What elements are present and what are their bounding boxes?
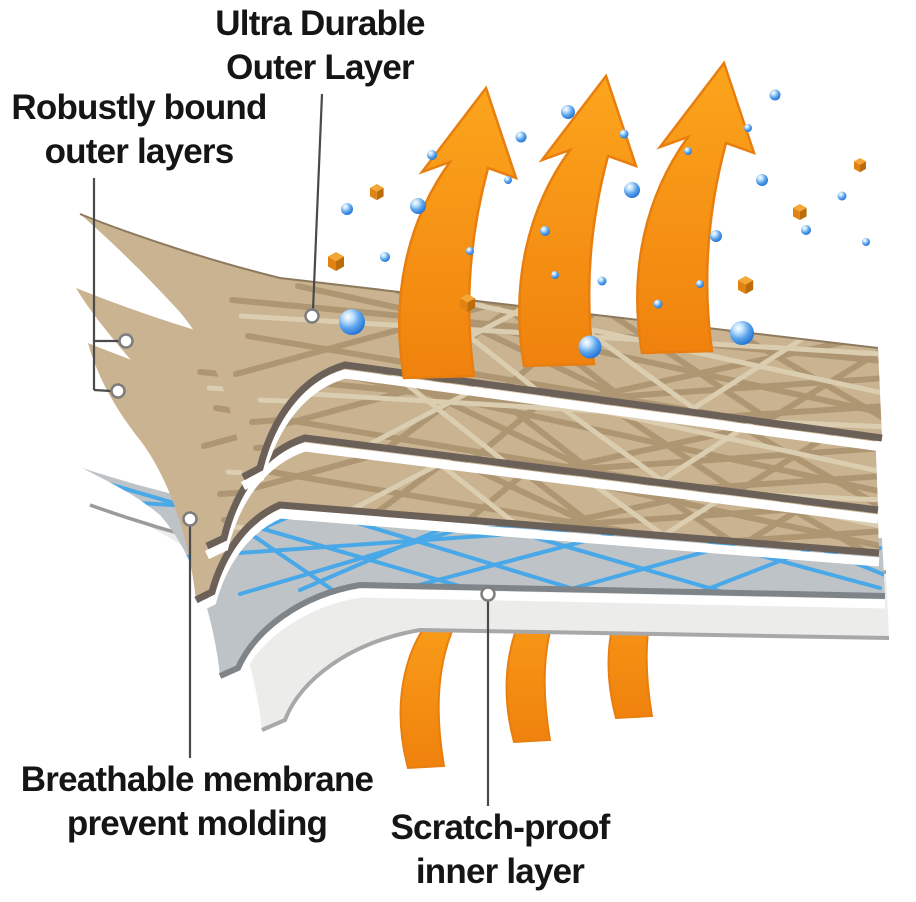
water-droplet-icon [710,230,722,242]
water-droplet-icon [730,321,754,345]
airflow-arrow [636,61,756,355]
callout-dot-icon [110,383,126,399]
water-droplet-icon [561,105,575,119]
water-droplet-icon [339,309,365,335]
water-droplet-icon [862,238,870,246]
dirt-particle-icon [328,252,344,271]
callout-lines [92,93,490,806]
callout-dot-icon [304,308,320,324]
water-droplet-icon [504,176,512,184]
water-droplet-icon [540,226,550,236]
fabric-sheet-1 [79,213,883,490]
dirt-particle-icon [854,158,866,173]
water-droplet-icon [619,129,629,139]
water-droplet-icon [624,182,640,198]
water-droplet-icon [769,89,781,101]
water-droplet-icon [410,198,426,214]
callout-dot-icon [182,511,198,527]
fabric-sheet-3 [88,343,880,614]
water-droplet-icon [653,299,663,309]
label-breathable-membrane: Breathable membrane prevent molding [20,760,374,844]
water-droplet-icon [341,203,353,215]
water-droplet-icon [578,335,602,359]
callout-dot-icon [118,333,134,349]
water-droplet-icon [515,131,527,143]
water-droplet-icon [597,276,607,286]
label-robustly-bound-outer-layers: Robustly bound outer layers [11,88,267,172]
water-droplet-icon [380,252,390,262]
label-ultra-durable-outer-layer: Ultra Durable Outer Layer [215,4,425,88]
water-droplet-icon [466,247,474,255]
callout-dots [110,308,496,602]
water-droplet-icon [744,124,752,132]
water-droplet-icon [837,191,847,201]
callout-dot-icon [480,586,496,602]
water-droplet-icon [427,150,437,160]
water-droplet-icon [801,225,811,235]
top-airflow-arrows [398,61,756,380]
dirt-particle-icon [738,276,754,295]
water-droplet-icon [684,147,692,155]
dirt-particle-icon [793,204,807,221]
callout-line-bound-tick-2 [93,388,112,393]
dirt-particle-icon [370,184,384,201]
callout-line-outer-layer [311,93,324,311]
water-droplet-icon [756,174,768,186]
label-scratch-proof-inner-layer: Scratch-proof inner layer [390,808,610,892]
water-droplet-icon [696,280,704,288]
water-droplet-icon [551,271,559,279]
